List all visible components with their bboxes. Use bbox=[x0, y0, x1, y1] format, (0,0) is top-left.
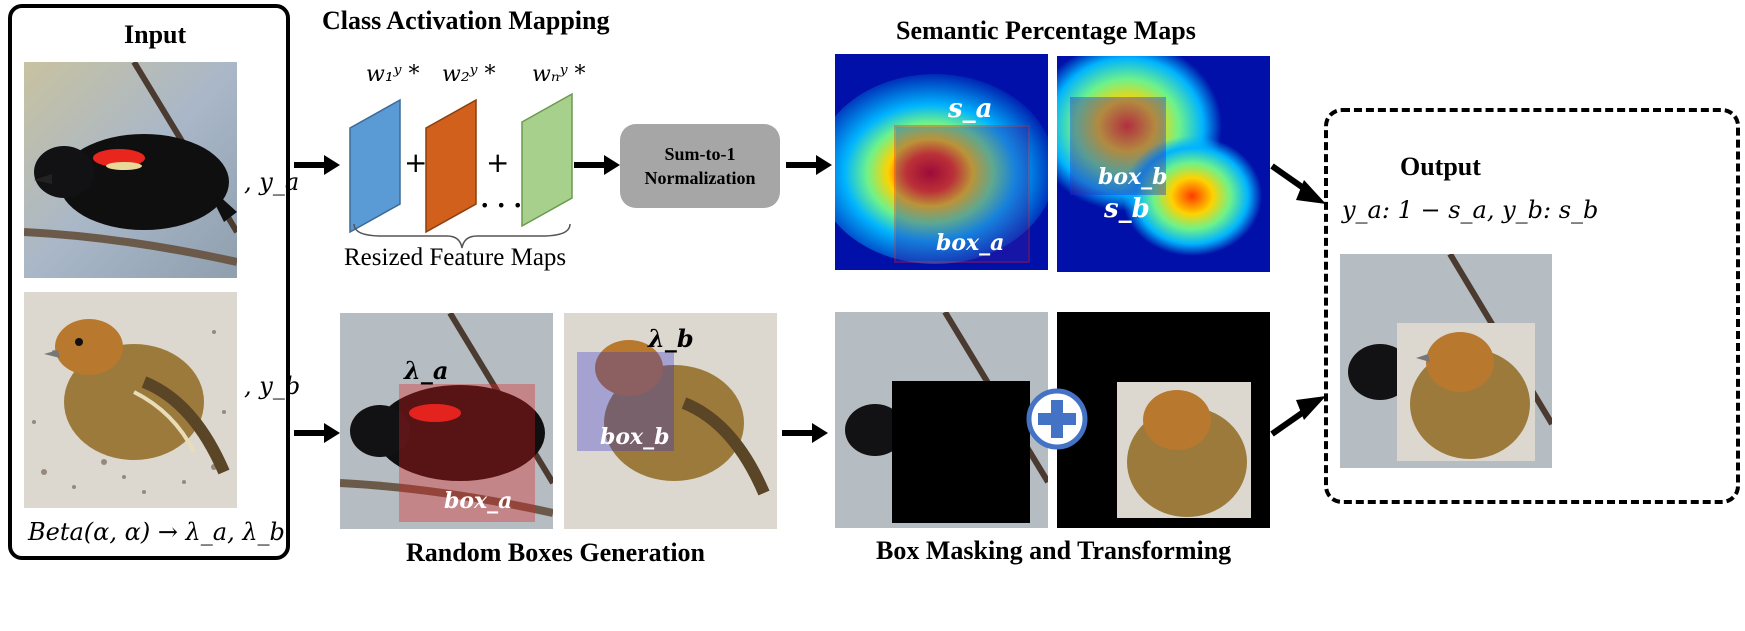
feature-maps-brace bbox=[353, 223, 571, 249]
arrow-input-to-random bbox=[294, 423, 340, 443]
normalization-line-2: Normalization bbox=[644, 168, 756, 188]
arrow-input-to-cam bbox=[294, 155, 340, 175]
feature-map-n bbox=[521, 92, 573, 228]
output-mixed-image bbox=[1340, 254, 1552, 468]
masking-title: Box Masking and Transforming bbox=[876, 536, 1232, 565]
weight-label-n: wₙʸ * bbox=[532, 62, 586, 87]
lambda-b-label: λ_b bbox=[648, 324, 694, 353]
heatmap-box-b-label: box_b bbox=[1098, 164, 1168, 190]
output-title: Output bbox=[1400, 152, 1481, 181]
weight-label-1: w₁ʸ * bbox=[366, 62, 420, 87]
random-box-b-label: box_b bbox=[600, 424, 670, 450]
cam-title: Class Activation Mapping bbox=[322, 6, 610, 35]
random-boxes-title: Random Boxes Generation bbox=[406, 538, 705, 567]
weight-label-2: w₂ʸ * bbox=[442, 62, 496, 87]
input-image-a bbox=[24, 62, 237, 278]
input-label-a: , y_a bbox=[244, 168, 300, 196]
random-box-image-a bbox=[340, 313, 553, 529]
feature-map-2 bbox=[425, 98, 477, 234]
plus-circle-icon bbox=[1026, 388, 1088, 450]
semantic-title: Semantic Percentage Maps bbox=[896, 16, 1196, 45]
heatmap-box-a-label: box_a bbox=[936, 230, 1005, 256]
heatmap-a bbox=[835, 54, 1048, 270]
feature-map-1 bbox=[349, 98, 401, 234]
arrow-norm-to-maps bbox=[786, 155, 832, 175]
masked-image-a bbox=[835, 312, 1048, 528]
arrow-cam-to-norm bbox=[574, 155, 620, 175]
beta-formula: Beta(α, α) → λ_a, λ_b bbox=[28, 518, 285, 546]
random-box-a-label: box_a bbox=[444, 488, 513, 514]
input-label-b: , y_b bbox=[244, 372, 301, 400]
input-title: Input bbox=[124, 20, 187, 49]
normalization-line-1: Sum-to-1 bbox=[664, 144, 736, 164]
heatmap-b bbox=[1057, 56, 1270, 272]
input-panel bbox=[8, 4, 290, 560]
plus-sign-2: + bbox=[486, 146, 510, 179]
ellipsis-dots: • • • bbox=[480, 196, 524, 215]
output-formula: y_a: 1 − s_a, y_b: s_b bbox=[1342, 196, 1599, 224]
arrow-random-to-masking bbox=[782, 423, 828, 443]
input-image-b bbox=[24, 292, 237, 508]
masked-image-b bbox=[1057, 312, 1270, 528]
heatmap-s-b-label: s_b bbox=[1104, 194, 1150, 224]
random-box-image-b bbox=[564, 313, 777, 529]
brace-label: Resized Feature Maps bbox=[344, 244, 567, 271]
output-panel bbox=[1324, 108, 1740, 504]
lambda-a-label: λ_a bbox=[404, 356, 449, 385]
plus-sign-1: + bbox=[404, 146, 428, 179]
normalization-box bbox=[620, 124, 780, 208]
arrow-maps-to-output bbox=[1270, 163, 1326, 204]
arrow-masking-to-output bbox=[1270, 396, 1326, 437]
heatmap-s-a-label: s_a bbox=[948, 94, 993, 124]
